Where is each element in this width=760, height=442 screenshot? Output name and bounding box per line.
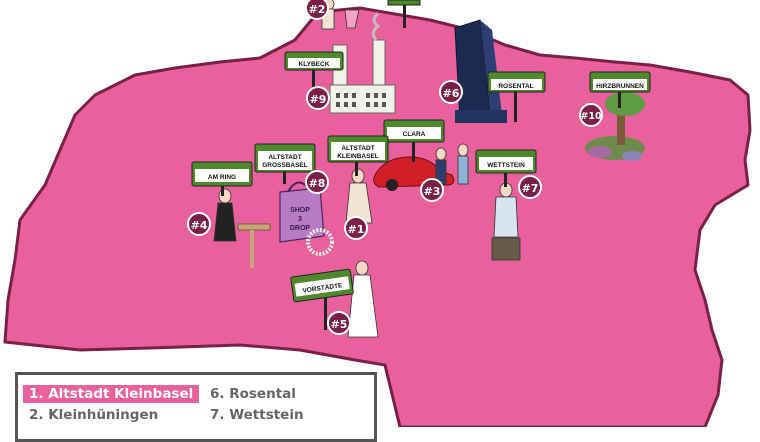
district-legend: 1. Altstadt Kleinbasel 2. Kleinhüningen … bbox=[15, 372, 377, 442]
sign-hirzbrunnen: HIRZBRUNNEN bbox=[589, 71, 651, 108]
marker-4[interactable]: #4 bbox=[187, 212, 211, 236]
sign-am-ring: AM RING bbox=[191, 161, 253, 196]
shop-bag-illustration: SHOP 3 DROP bbox=[279, 181, 334, 256]
district-markers: #2 #9 #6 #10 #8 #3 #7 #4 bbox=[187, 0, 603, 335]
shop-bag-line-1: SHOP bbox=[290, 207, 310, 214]
marker-9-label: #9 bbox=[310, 93, 327, 106]
sign-altstadt-grossbasel: ALTSTADT GROSSBASEL bbox=[254, 143, 316, 184]
sign-wettstein-label: WETTSTEIN bbox=[487, 162, 525, 169]
sign-altstadt-grossbasel-line-2: GROSSBASEL bbox=[262, 162, 308, 169]
marker-8-label: #8 bbox=[309, 177, 326, 190]
factory-illustration bbox=[329, 12, 396, 114]
city-region bbox=[3, 6, 752, 427]
marker-2[interactable]: #2 bbox=[305, 0, 329, 20]
marker-10[interactable]: #10 bbox=[579, 103, 603, 127]
marker-1[interactable]: #1 bbox=[344, 216, 368, 240]
sign-clara: CLARA bbox=[383, 119, 445, 162]
shop-bag-line-3: DROP bbox=[290, 225, 311, 232]
sign-wettstein: WETTSTEIN bbox=[475, 149, 537, 187]
table-illustration bbox=[237, 223, 271, 268]
marker-3-label: #3 bbox=[424, 185, 441, 198]
marker-1-label: #1 bbox=[348, 223, 365, 236]
marker-3[interactable]: #3 bbox=[420, 178, 444, 202]
sign-altstadt-grossbasel-line-1: ALTSTADT bbox=[268, 154, 301, 161]
city-map: SHOP 3 DROP KLYBECK ROSENTAL HIRZBRU bbox=[3, 0, 752, 427]
legend-item-6[interactable]: 6. Rosental bbox=[210, 386, 296, 402]
sign-am-ring-label: AM RING bbox=[208, 174, 236, 181]
sign-rosental-label: ROSENTAL bbox=[498, 83, 533, 90]
marker-6-label: #6 bbox=[443, 87, 460, 100]
marker-9[interactable]: #9 bbox=[306, 86, 330, 110]
marker-10-label: #10 bbox=[580, 111, 602, 122]
tree-illustration bbox=[585, 92, 645, 161]
sign-klybeck: KLYBECK bbox=[284, 51, 344, 90]
legend-item-1[interactable]: 1. Altstadt Kleinbasel bbox=[23, 385, 200, 403]
sign-altstadt-kleinbasel: ALTSTADT KLEINBASEL bbox=[327, 135, 389, 176]
marker-2-label: #2 bbox=[309, 3, 326, 16]
marker-5-label: #5 bbox=[331, 318, 348, 331]
marker-4-label: #4 bbox=[191, 219, 208, 232]
legend-item-2[interactable]: 2. Kleinhüningen bbox=[29, 407, 159, 423]
marker-7-label: #7 bbox=[522, 182, 539, 195]
marker-5[interactable]: #5 bbox=[327, 311, 351, 335]
sign-klybeck-label: KLYBECK bbox=[299, 61, 330, 68]
district-signs: KLYBECK ROSENTAL HIRZBRUNNEN CLARA bbox=[191, 0, 651, 330]
shop-bag-line-2: 3 bbox=[298, 216, 302, 223]
marker-7[interactable]: #7 bbox=[518, 175, 542, 199]
sign-top-partial bbox=[387, 0, 421, 28]
sign-rosental: ROSENTAL bbox=[487, 71, 546, 122]
sign-vorstaedte: VORSTÄDTE bbox=[290, 268, 354, 330]
legend-item-7[interactable]: 7. Wettstein bbox=[210, 407, 304, 423]
sign-clara-label: CLARA bbox=[403, 131, 426, 138]
sign-hirzbrunnen-label: HIRZBRUNNEN bbox=[596, 83, 644, 90]
sign-altstadt-kleinbasel-line-1: ALTSTADT bbox=[341, 145, 374, 152]
marker-8[interactable]: #8 bbox=[305, 170, 329, 194]
marker-6[interactable]: #6 bbox=[439, 80, 463, 104]
sign-altstadt-kleinbasel-line-2: KLEINBASEL bbox=[337, 153, 379, 160]
